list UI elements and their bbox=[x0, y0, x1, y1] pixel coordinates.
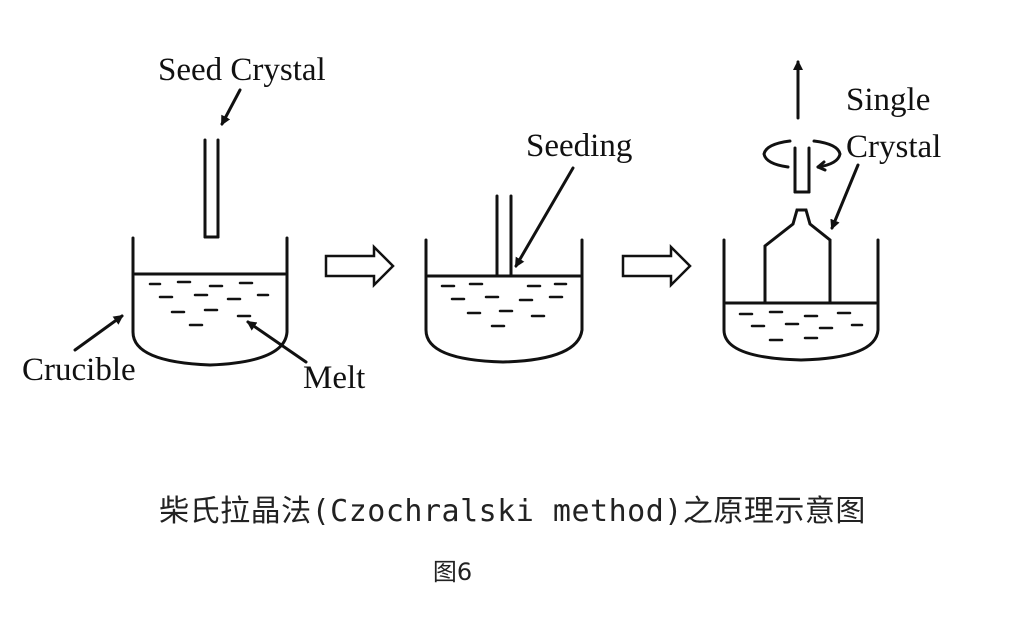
crucible-3 bbox=[722, 238, 880, 362]
process-arrow-2 bbox=[621, 243, 692, 289]
czochralski-diagram: Seed Crystal Crucible Melt Seeding Singl… bbox=[22, 52, 941, 396]
crucible-1 bbox=[131, 236, 289, 367]
grown-crystal bbox=[763, 208, 832, 305]
stage-2 bbox=[424, 166, 584, 364]
melt-dashes-1 bbox=[148, 280, 270, 327]
rotation-icon bbox=[762, 139, 842, 172]
figure-caption: 柴氏拉晶法(Czochralski method)之原理示意图 bbox=[159, 494, 866, 529]
figure-number: 图6 bbox=[432, 558, 473, 586]
process-arrow-1 bbox=[324, 243, 395, 289]
melt-dashes-3 bbox=[738, 310, 864, 342]
seed-crystal-arrow bbox=[220, 88, 242, 126]
seed-rod-1 bbox=[203, 138, 220, 239]
label-single: Single bbox=[846, 82, 930, 118]
melt-dashes-2 bbox=[440, 282, 568, 328]
single-crystal-arrow bbox=[830, 163, 860, 230]
melt-arrow bbox=[246, 320, 308, 364]
crucible-arrow bbox=[73, 314, 124, 352]
crucible-2 bbox=[424, 238, 584, 364]
label-seeding: Seeding bbox=[526, 128, 632, 164]
label-seed-crystal: Seed Crystal bbox=[158, 52, 326, 88]
stage-1 bbox=[73, 88, 308, 367]
label-melt: Melt bbox=[303, 360, 365, 396]
label-crucible: Crucible bbox=[22, 352, 136, 388]
seed-rod-2 bbox=[495, 194, 513, 278]
stage-3 bbox=[722, 60, 880, 362]
label-crystal: Crystal bbox=[846, 129, 941, 165]
seed-rod-3 bbox=[793, 146, 811, 194]
seeding-arrow bbox=[514, 166, 575, 268]
